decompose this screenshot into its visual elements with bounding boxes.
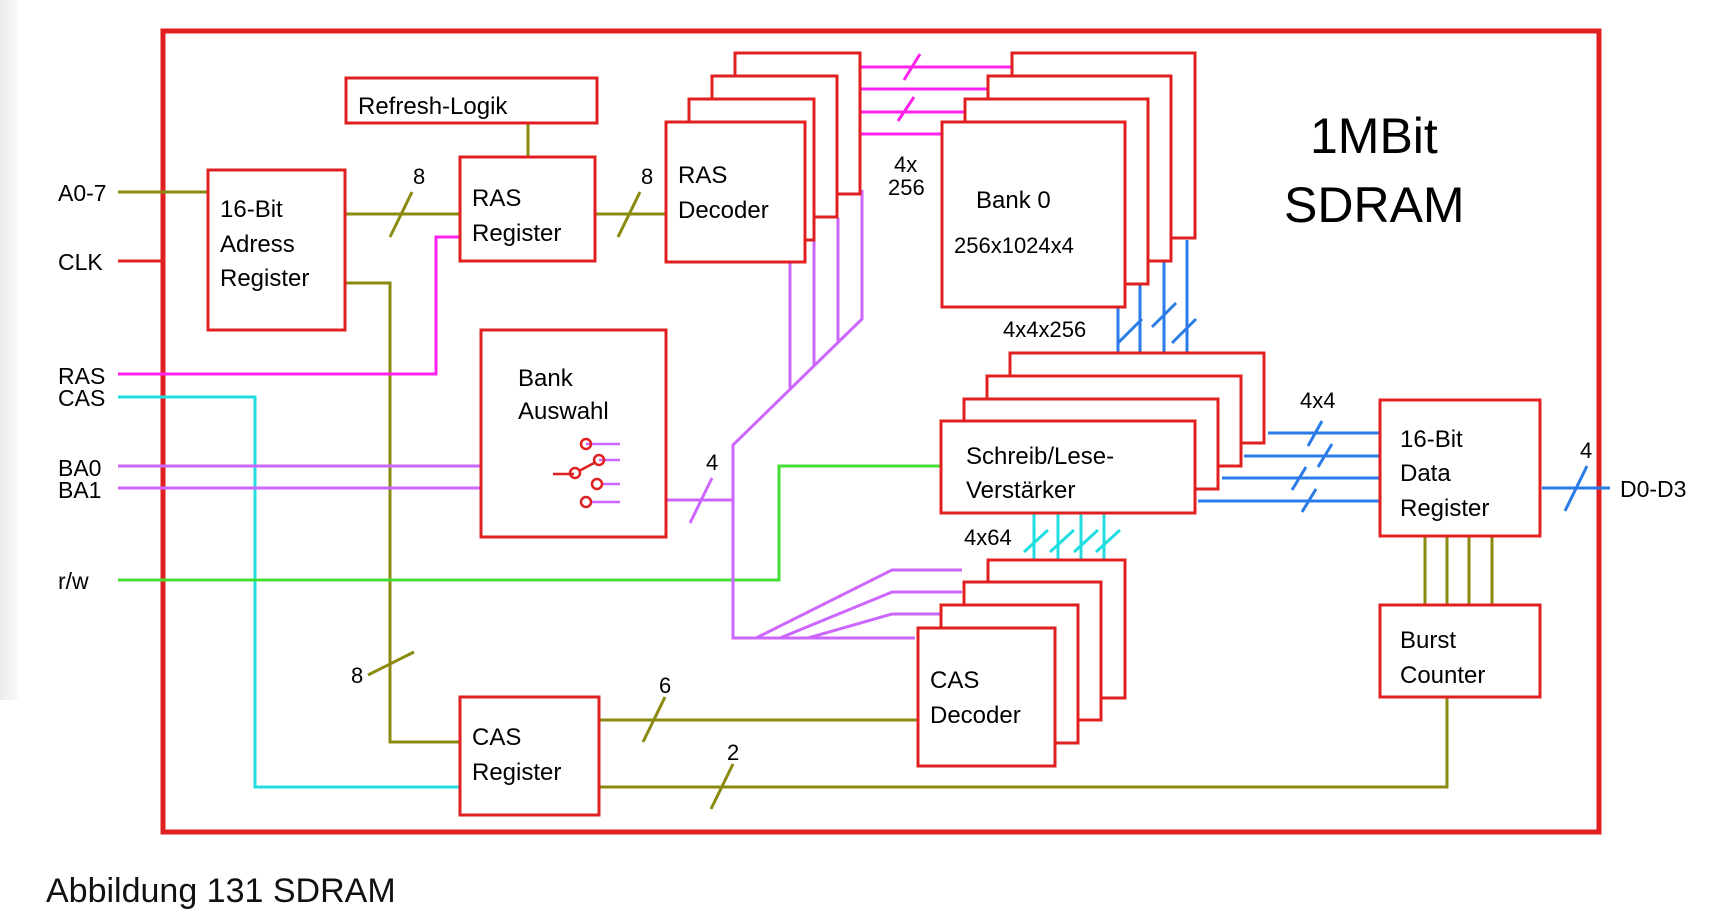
- banksel-label-2: Auswahl: [518, 398, 609, 425]
- datareg-label-3: Register: [1400, 495, 1489, 522]
- datareg-label-1: 16-Bit: [1400, 426, 1463, 453]
- casdec-label-2: Decoder: [930, 702, 1021, 729]
- bus-dout: 4: [1580, 438, 1592, 463]
- bus-addr-ras: 8: [413, 164, 425, 189]
- wire-cascol-slash-3: [1072, 528, 1100, 554]
- wire-ras-dec-slash: [616, 191, 642, 238]
- bus-rows-1: 4x: [894, 152, 917, 177]
- wire-banksel-out: [665, 498, 915, 640]
- refresh-label: Refresh-Logik: [358, 93, 508, 120]
- wire-rows-slash-2: [896, 96, 916, 122]
- bus-cascols: 4x64: [964, 525, 1012, 550]
- wire-cas-dec-slash: [641, 696, 667, 743]
- wire-dout-slash: [1563, 465, 1589, 512]
- wire-data-slash-1: [1306, 420, 1324, 447]
- wire-addr-cas-slash: [367, 650, 415, 677]
- wire-banksel-up: [731, 190, 864, 500]
- casdec-label-1: CAS: [930, 667, 979, 694]
- cas-register-block: [458, 695, 601, 817]
- rasdec-label-1: RAS: [678, 162, 727, 189]
- sense-label-2: Verstärker: [966, 477, 1075, 504]
- burst-counter-block: [1378, 603, 1542, 699]
- banksel-label-1: Bank: [518, 365, 574, 392]
- wire-ras: [118, 235, 460, 376]
- wire-banksel-slash: [688, 477, 714, 524]
- wire-cas-sel-2: [779, 590, 962, 640]
- bus-addr-cas: 8: [351, 663, 363, 688]
- wire-addr-cas: [345, 281, 460, 744]
- bus-cols: 4x4x256: [1003, 317, 1086, 342]
- wire-cas-sel-1: [755, 568, 962, 640]
- bus-ras-dec: 8: [641, 164, 653, 189]
- bank0-label-2: 256x1024x4: [954, 233, 1074, 258]
- wire-cascol-slash-4: [1094, 528, 1122, 554]
- wire-cols-slash-1: [1116, 317, 1144, 345]
- wire-cas-sel-3: [807, 612, 962, 640]
- bank-select-block: [479, 328, 668, 539]
- bus-rows-2: 256: [888, 175, 925, 200]
- pin-a07: A0-7: [58, 180, 107, 206]
- bus-cas-burst: 2: [727, 740, 739, 765]
- addr-label-1: 16-Bit: [220, 196, 283, 223]
- addr-label-3: Register: [220, 265, 309, 292]
- refresh-logic-block: [344, 76, 599, 125]
- wire-data-slash-3: [1290, 466, 1308, 491]
- wire-cols-slash-3: [1170, 317, 1198, 345]
- casreg-label-2: Register: [472, 759, 561, 786]
- pin-cas: CAS: [58, 385, 105, 411]
- wire-cas: [118, 395, 460, 789]
- burst-label-2: Counter: [1400, 662, 1485, 689]
- ras-decoder-block: [664, 120, 807, 264]
- figure-caption: Abbildung 131 SDRAM: [46, 872, 396, 910]
- pin-rw: r/w: [58, 568, 89, 594]
- wire-cols-slash-2: [1150, 301, 1178, 329]
- burst-label-1: Burst: [1400, 627, 1456, 654]
- bank0-block: [940, 120, 1127, 309]
- sense-amp-block: [939, 419, 1197, 515]
- bus-sense-data: 4x4: [1300, 388, 1335, 413]
- cas-decoder-block: [916, 626, 1057, 768]
- bank0-label-1: Bank 0: [976, 187, 1051, 214]
- page-edge-shade: [0, 0, 18, 700]
- chip-title-line2: SDRAM: [1284, 177, 1465, 233]
- pin-ba0: BA0: [58, 455, 101, 481]
- wire-rw: [118, 464, 940, 582]
- chip-frame: [160, 28, 1602, 835]
- pin-ras: RAS: [58, 363, 105, 389]
- wire-cas-burst-slash: [709, 763, 735, 810]
- address-register-block: [206, 168, 347, 332]
- wire-cas-burst: [599, 697, 1449, 789]
- casreg-label-1: CAS: [472, 724, 521, 751]
- pin-data: D0-D3: [1620, 476, 1686, 502]
- wire-cascol-slash-1: [1022, 528, 1050, 554]
- wire-cascol-slash-2: [1048, 528, 1076, 554]
- rasreg-label-2: Register: [472, 220, 561, 247]
- pin-clk: CLK: [58, 249, 103, 275]
- datareg-label-2: Data: [1400, 460, 1451, 487]
- sense-label-1: Schreib/Lese-: [966, 443, 1114, 470]
- bank-switch-icon: [553, 437, 620, 509]
- wire-rows-slash-1: [902, 53, 922, 81]
- rasreg-label-1: RAS: [472, 185, 521, 212]
- wire-addr-ras-slash: [388, 191, 414, 238]
- ras-register-block: [458, 155, 597, 263]
- addr-label-2: Adress: [220, 231, 295, 258]
- wire-data-slash-2: [1316, 443, 1334, 468]
- wire-data-slash-4: [1300, 488, 1318, 513]
- bus-cas-dec: 6: [659, 673, 671, 698]
- bus-banksel: 4: [706, 450, 718, 475]
- rasdec-label-2: Decoder: [678, 197, 769, 224]
- chip-title-line1: 1MBit: [1310, 108, 1438, 164]
- pin-ba1: BA1: [58, 477, 101, 503]
- data-register-block: [1378, 398, 1542, 538]
